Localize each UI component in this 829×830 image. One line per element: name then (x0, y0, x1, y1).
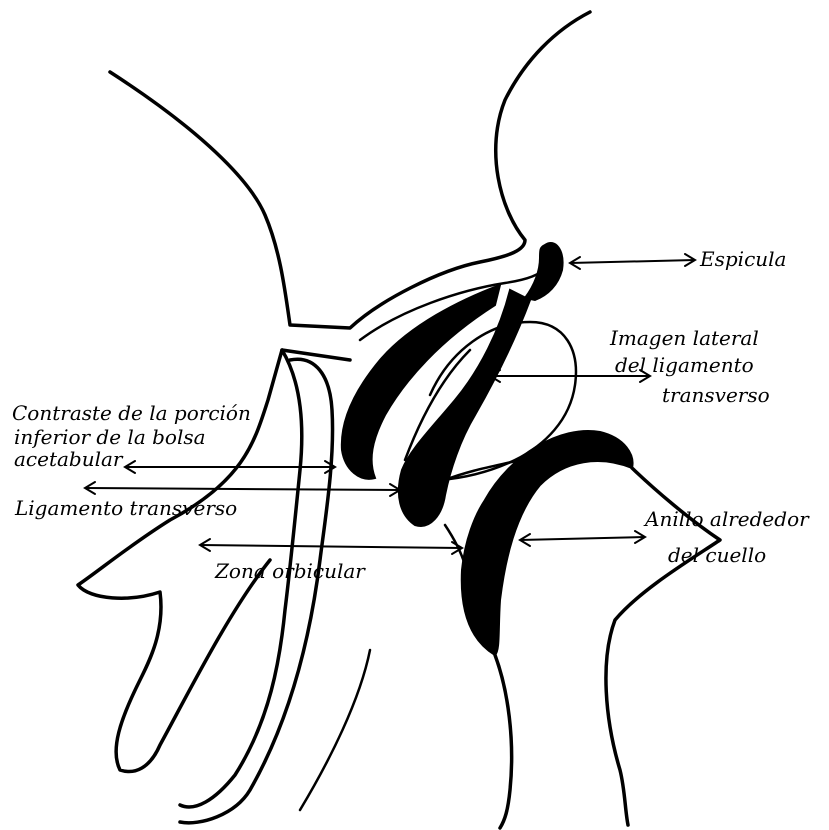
acetabular-floor-line (445, 525, 465, 565)
label-contraste-3: acetabular (14, 447, 124, 471)
label-anillo-1: Anillo alrededor (643, 507, 810, 531)
label-imagen-1: Imagen lateral (609, 326, 759, 350)
spicule (525, 243, 563, 300)
obturator-line (300, 650, 370, 810)
label-contraste-2: inferior de la bolsa (14, 425, 206, 449)
neck-ring-band (462, 431, 633, 655)
label-imagen-3: transverso (662, 383, 770, 407)
label-anillo-2: del cuello (668, 543, 766, 567)
arrow-ligamento (85, 482, 400, 496)
label-contraste-1: Contraste de la porción (12, 401, 251, 425)
arrow-anillo (520, 531, 645, 546)
label-zona: Zona orbicular (214, 559, 366, 583)
label-espicula: Espicula (699, 247, 786, 271)
femur-medial-outline (495, 655, 512, 828)
arrow-contraste (125, 461, 335, 473)
label-imagen-2: del ligamento (615, 353, 754, 377)
label-ligamento: Ligamento transverso (14, 496, 237, 520)
arrow-zona (200, 539, 462, 554)
arrow-espicula (570, 254, 695, 269)
